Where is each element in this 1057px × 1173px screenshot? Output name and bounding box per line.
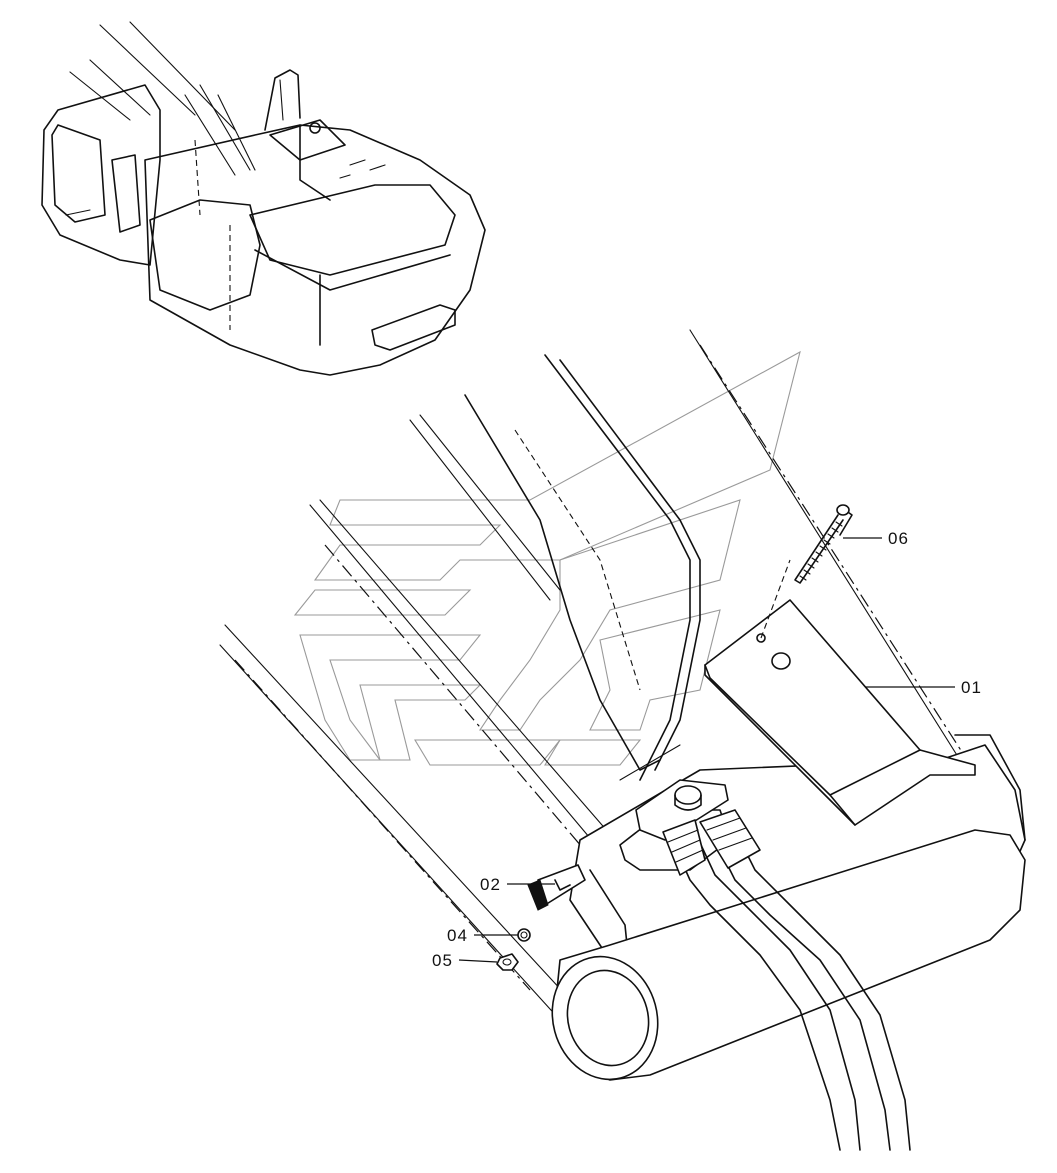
callout-label: 04 (447, 926, 468, 945)
callout-06: 06 (843, 529, 909, 548)
callout-02: 02 (480, 875, 555, 894)
callout-04: 04 (447, 926, 518, 945)
hose-fitting (662, 819, 706, 876)
callout-label: 06 (888, 529, 909, 548)
callout-label: 01 (961, 678, 982, 697)
hose-fitting (699, 809, 761, 869)
callout-01: 01 (865, 678, 982, 697)
callout-label: 02 (480, 875, 501, 894)
excavator-overview (41, 21, 486, 376)
watermark-logo (293, 350, 801, 766)
callout-05: 05 (432, 951, 498, 970)
boom-assembly (219, 329, 1026, 1151)
callout-label: 05 (432, 951, 453, 970)
